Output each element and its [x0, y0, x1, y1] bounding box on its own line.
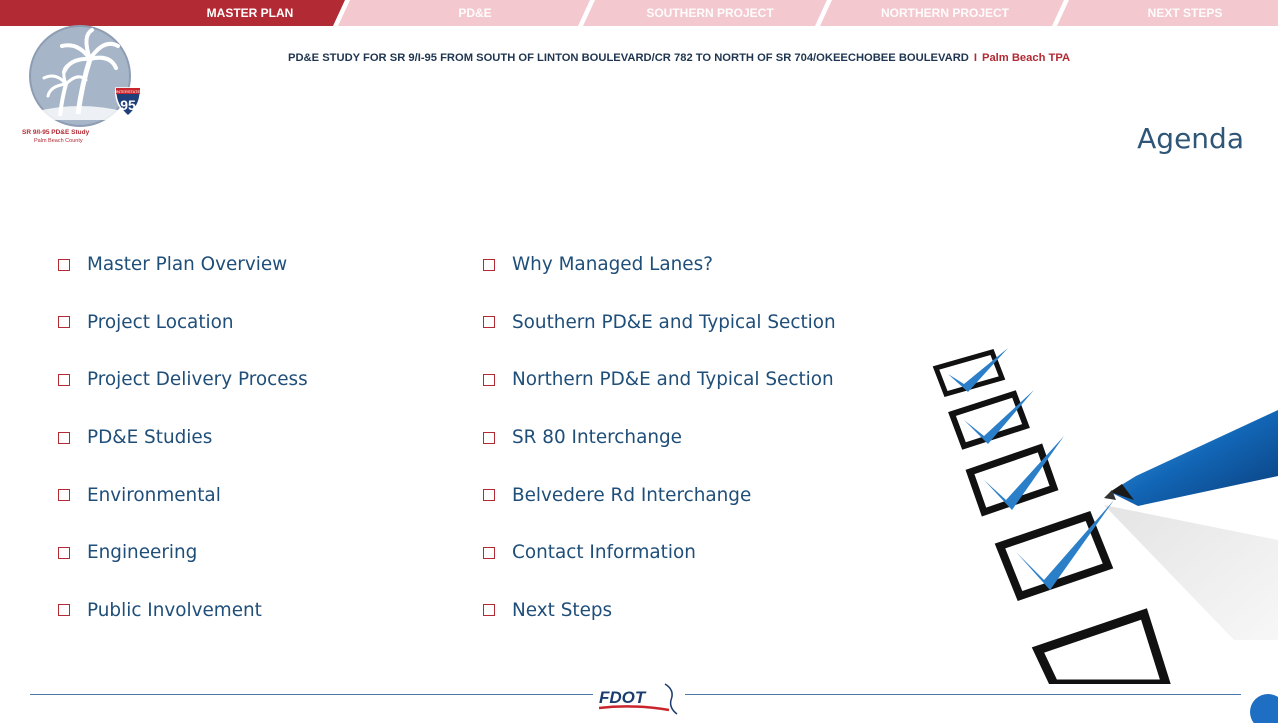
palm-shield-logo-icon: INTERSTATE 95 SR 9/I-95 PD&E Study Palm … [22, 25, 141, 144]
list-item-label: Contact Information [512, 542, 696, 564]
tab-master-plan[interactable]: MASTER PLAN [206, 6, 294, 20]
fdot-brand-text: FDOT [599, 688, 647, 707]
checklist-pen-illustration-icon [932, 348, 1278, 684]
shield-top-text: INTERSTATE [116, 89, 141, 94]
list-item: Why Managed Lanes? [483, 236, 836, 294]
list-item-label: SR 80 Interchange [512, 427, 682, 449]
section-tabs: MASTER PLAN PD&E SOUTHERN PROJECT NORTHE… [0, 0, 1278, 32]
page-indicator[interactable] [1250, 694, 1278, 723]
checkbox-icon [483, 489, 495, 502]
tab-master-plan-shape[interactable] [0, 0, 345, 26]
list-item-label: PD&E Studies [87, 427, 213, 449]
list-item-label: Project Delivery Process [87, 369, 308, 391]
list-item-label: Master Plan Overview [87, 254, 288, 276]
list-item: Master Plan Overview [58, 236, 308, 294]
checkbox-icon [58, 258, 70, 271]
list-item: Engineering [58, 524, 308, 582]
checkbox-icon [483, 373, 495, 386]
logo-line1: SR 9/I-95 PD&E Study [22, 129, 90, 136]
tab-next-steps-shape[interactable] [1057, 0, 1278, 26]
list-item-label: Belvedere Rd Interchange [512, 484, 752, 506]
list-item-label: Project Location [87, 311, 234, 333]
tabs-background [0, 0, 1278, 26]
checkbox-icon [58, 546, 70, 559]
checkbox-icon [58, 431, 70, 444]
tab-southern-shape[interactable] [583, 0, 827, 26]
page-title: Agenda [1137, 122, 1244, 155]
list-item: Environmental [58, 466, 308, 524]
checkbox-icon [483, 316, 495, 329]
list-item: Southern PD&E and Typical Section [483, 294, 836, 352]
footer-line-left [30, 694, 593, 695]
tab-southern-project[interactable]: SOUTHERN PROJECT [646, 6, 774, 20]
study-logo: INTERSTATE 95 SR 9/I-95 PD&E Study Palm … [20, 24, 144, 152]
list-item: Belvedere Rd Interchange [483, 466, 836, 524]
shield-number: 95 [120, 97, 136, 113]
list-item: Public Involvement [58, 582, 308, 640]
checkbox-icon [483, 546, 495, 559]
list-item-label: Public Involvement [87, 599, 262, 621]
list-item: Contact Information [483, 524, 836, 582]
checkbox-icon [58, 316, 70, 329]
checkbox-icon [58, 489, 70, 502]
checkbox-icon [58, 373, 70, 386]
list-item-label: Engineering [87, 542, 198, 564]
study-subtitle: PD&E STUDY FOR SR 9/I-95 FROM SOUTH OF L… [288, 52, 1278, 74]
list-item-label: Northern PD&E and Typical Section [512, 369, 834, 391]
checkbox-icon [483, 258, 495, 271]
tab-next-steps[interactable]: NEXT STEPS [1147, 6, 1223, 20]
fdot-logo-icon: FDOT [598, 683, 678, 715]
list-item: PD&E Studies [58, 409, 308, 467]
list-item-label: Next Steps [512, 599, 613, 621]
list-item: Next Steps [483, 582, 836, 640]
list-item-label: Environmental [87, 484, 221, 506]
subtitle-main: PD&E STUDY FOR SR 9/I-95 FROM SOUTH OF L… [288, 52, 969, 64]
list-item: SR 80 Interchange [483, 409, 836, 467]
tab-northern-shape[interactable] [820, 0, 1064, 26]
subtitle-separator: I [973, 52, 977, 64]
list-item: Project Location [58, 294, 308, 352]
checkbox-icon [58, 604, 70, 617]
tab-pde-shape[interactable] [338, 0, 590, 26]
agenda-list-right: Why Managed Lanes? Southern PD&E and Typ… [483, 236, 836, 639]
list-item: Project Delivery Process [58, 351, 308, 409]
list-item-label: Southern PD&E and Typical Section [512, 311, 836, 333]
checkbox-icon [483, 604, 495, 617]
logo-line2: Palm Beach County [34, 138, 83, 144]
agenda-list-left: Master Plan Overview Project Location Pr… [58, 236, 308, 639]
tab-northern-project[interactable]: NORTHERN PROJECT [880, 6, 1009, 20]
checkbox-icon [483, 431, 495, 444]
list-item-label: Why Managed Lanes? [512, 254, 713, 276]
footer-line-right [685, 694, 1241, 695]
subtitle-org: Palm Beach TPA [981, 52, 1071, 64]
tab-pde[interactable]: PD&E [458, 6, 492, 20]
list-item: Northern PD&E and Typical Section [483, 351, 836, 409]
